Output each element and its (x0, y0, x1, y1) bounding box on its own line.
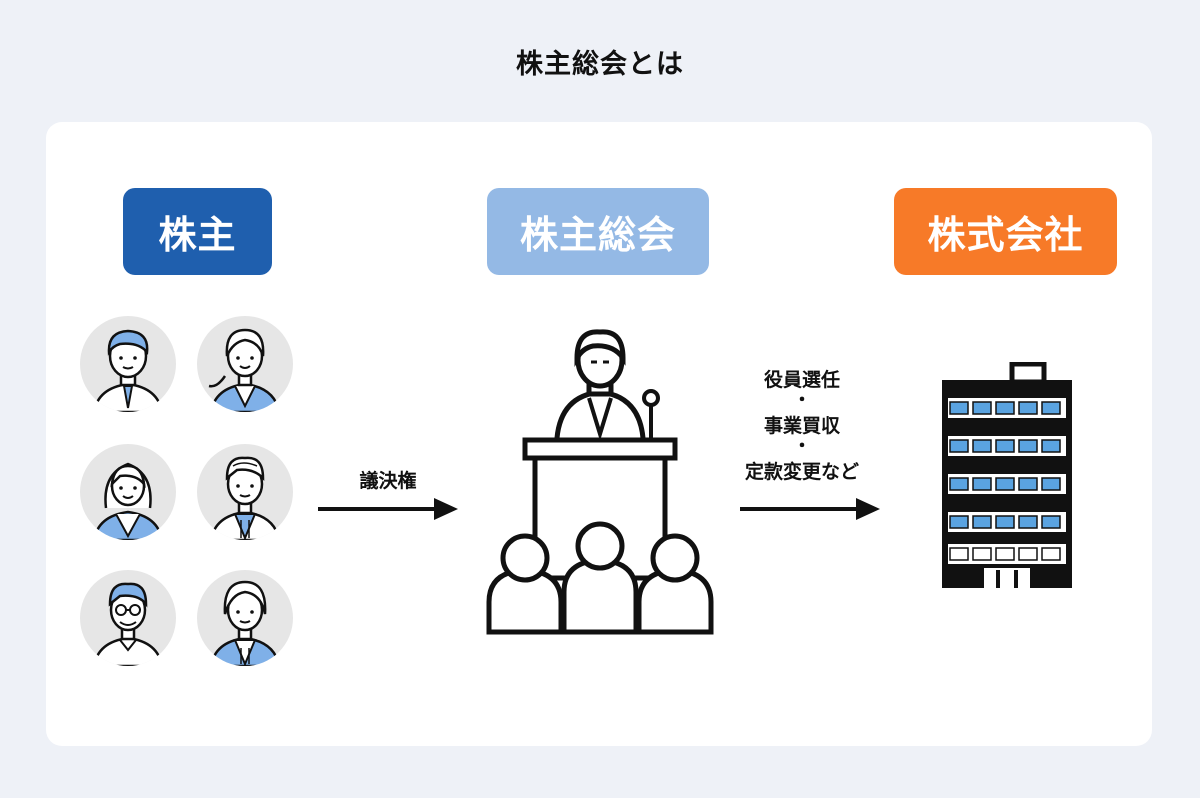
building-window (949, 439, 969, 453)
resolution-item: 役員選任 (763, 369, 840, 391)
building-window (995, 439, 1015, 453)
building-window (995, 401, 1015, 415)
resolution-item: 定款変更など (744, 461, 859, 483)
building-window (1018, 401, 1038, 415)
person-avatar-icon (197, 444, 293, 540)
building-window (1041, 401, 1061, 415)
page-title: 株主総会とは (516, 49, 684, 80)
building-window (1018, 547, 1038, 561)
shareholders-meeting-label: 株主総会 (487, 188, 709, 275)
right-arrow-icon (740, 498, 880, 520)
building-window (972, 547, 992, 561)
shareholder-label: 株主 (123, 188, 272, 275)
right-arrow-icon (318, 498, 458, 520)
building-window (949, 401, 969, 415)
building-window (995, 477, 1015, 491)
separator-dot: ・ (793, 436, 811, 457)
building-window (995, 515, 1015, 529)
building-window (972, 515, 992, 529)
person-avatar-icon (197, 316, 293, 412)
person-avatar-icon (80, 570, 176, 666)
podium-speaker-audience-icon (486, 329, 714, 635)
person-avatar-icon (197, 570, 293, 666)
company-label: 株式会社 (894, 188, 1117, 275)
building-window (949, 477, 969, 491)
building-window (1041, 439, 1061, 453)
building-window (1041, 515, 1061, 529)
resolution-items: 役員選任 ・ 事業買収 ・ 定款変更など (712, 364, 892, 488)
building-window (1041, 547, 1061, 561)
building-window (949, 515, 969, 529)
building-window (972, 477, 992, 491)
building-window (1018, 515, 1038, 529)
building-window (949, 547, 969, 561)
building-window (995, 547, 1015, 561)
building-window (972, 439, 992, 453)
office-building-icon (942, 362, 1072, 588)
person-avatar-icon (80, 444, 176, 540)
voting-rights-label: 議決権 (359, 470, 417, 492)
separator-dot: ・ (793, 390, 811, 411)
building-window (1018, 477, 1038, 491)
building-window (972, 401, 992, 415)
building-window (1041, 477, 1061, 491)
person-avatar-icon (80, 316, 176, 412)
building-window (1018, 439, 1038, 453)
resolution-item: 事業買収 (763, 415, 840, 437)
